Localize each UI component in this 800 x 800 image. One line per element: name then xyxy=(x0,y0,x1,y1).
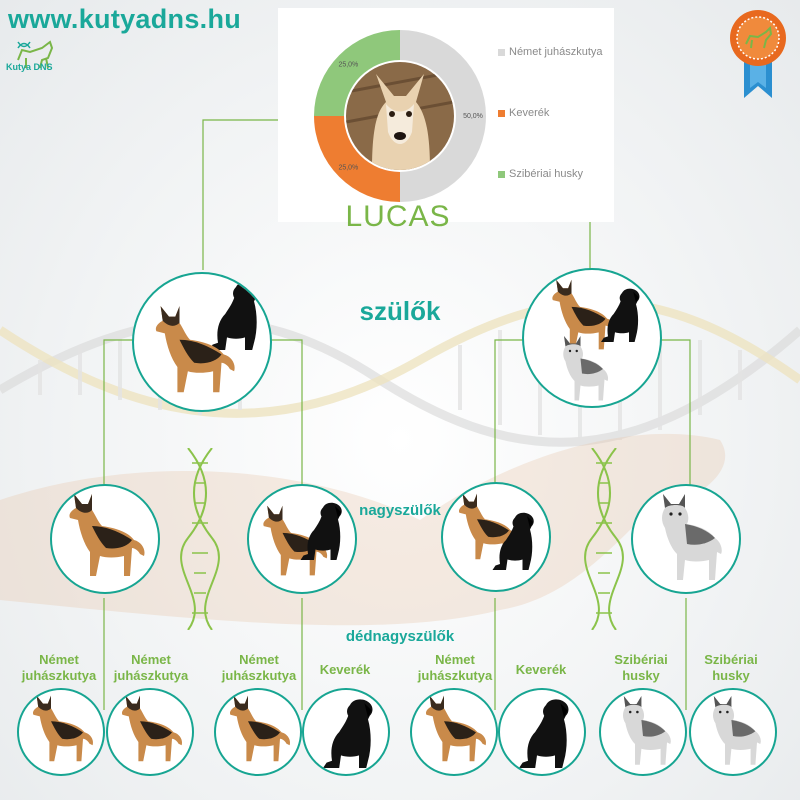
section-parents: szülők xyxy=(359,296,441,326)
breed-composition-chart: 50,0% 25,0% 25,0% Német juhászkutya Keveré… xyxy=(278,8,614,222)
great-grandparent-label: Német juhászkutya xyxy=(21,652,97,683)
donut-slice xyxy=(314,30,400,116)
great-grandparent-circle xyxy=(302,688,390,776)
great-grandparent-circle xyxy=(410,688,498,776)
grandparent-circle xyxy=(441,482,551,592)
section-grandparents: nagyszülők xyxy=(359,502,441,519)
great-grandparent-circle xyxy=(498,688,586,776)
slice-value-label: 25,0% xyxy=(338,165,358,172)
great-grandparent-circle xyxy=(214,688,302,776)
dog-name: LUCAS xyxy=(345,200,451,233)
grandparent-circle xyxy=(247,484,357,594)
great-grandparent-circle xyxy=(689,688,777,776)
husky-icon xyxy=(623,696,671,765)
dna-strand-icon xyxy=(180,448,220,630)
donut-slice xyxy=(314,116,400,202)
legend-label: Szibériai husky xyxy=(509,168,583,180)
german-shepherd-icon xyxy=(425,695,487,762)
black-dog-icon xyxy=(519,699,569,768)
slice-value-label: 25,0% xyxy=(338,61,358,68)
kutya-dns-logo xyxy=(17,40,54,69)
donut-slice xyxy=(400,30,486,202)
lucas-photo xyxy=(346,62,454,170)
legend-swatch xyxy=(498,48,505,56)
great-grandparent-label: Szibériai husky xyxy=(704,652,758,683)
parent-circle xyxy=(522,268,662,408)
parent-circle xyxy=(132,272,272,412)
site-url[interactable]: www.kutyadns.hu xyxy=(8,4,242,34)
german-shepherd-icon xyxy=(69,494,145,576)
black-dog-icon xyxy=(323,699,373,768)
husky-icon xyxy=(713,696,761,765)
husky-icon xyxy=(662,494,722,580)
german-shepherd-icon xyxy=(229,695,291,762)
legend-swatch xyxy=(498,170,505,178)
legend-item: Szibériai husky xyxy=(498,168,583,180)
section-great-grandparents: dédnagyszülők xyxy=(345,628,455,645)
certificate-badge-icon xyxy=(730,10,786,98)
donut-chart: 50,0% 25,0% 25,0% xyxy=(314,30,486,202)
dog-pair-icon xyxy=(458,493,534,570)
great-grandparent-label: Keverék xyxy=(515,662,567,677)
german-shepherd-icon xyxy=(32,695,94,762)
legend-item: Német juhászkutya xyxy=(498,46,603,58)
great-grandparent-circle xyxy=(599,688,687,776)
great-grandparent-circle xyxy=(106,688,194,776)
great-grandparent-label: Szibériai husky xyxy=(614,652,668,683)
legend-label: Német juhászkutya xyxy=(509,46,603,58)
great-grandparent-label: Német juhászkutya xyxy=(417,652,493,683)
grandparent-circle xyxy=(631,484,741,594)
dna-strand-icon xyxy=(584,448,624,630)
dog-group-icon xyxy=(552,279,640,401)
great-grandparent-circle xyxy=(17,688,105,776)
logo-text: Kutya DNS xyxy=(6,62,53,72)
grandparent-circle xyxy=(50,484,160,594)
great-grandparent-label: Német juhászkutya xyxy=(113,652,189,683)
slice-value-label: 50,0% xyxy=(463,113,483,120)
german-shepherd-icon xyxy=(121,695,183,762)
dog-pair-icon xyxy=(263,502,342,576)
great-grandparent-label: Német juhászkutya xyxy=(221,652,297,683)
dog-pair-icon xyxy=(155,281,259,393)
legend-item: Keverék xyxy=(498,107,549,119)
great-grandparent-label: Keverék xyxy=(319,662,371,677)
legend-swatch xyxy=(498,109,505,117)
legend-label: Keverék xyxy=(509,107,550,119)
